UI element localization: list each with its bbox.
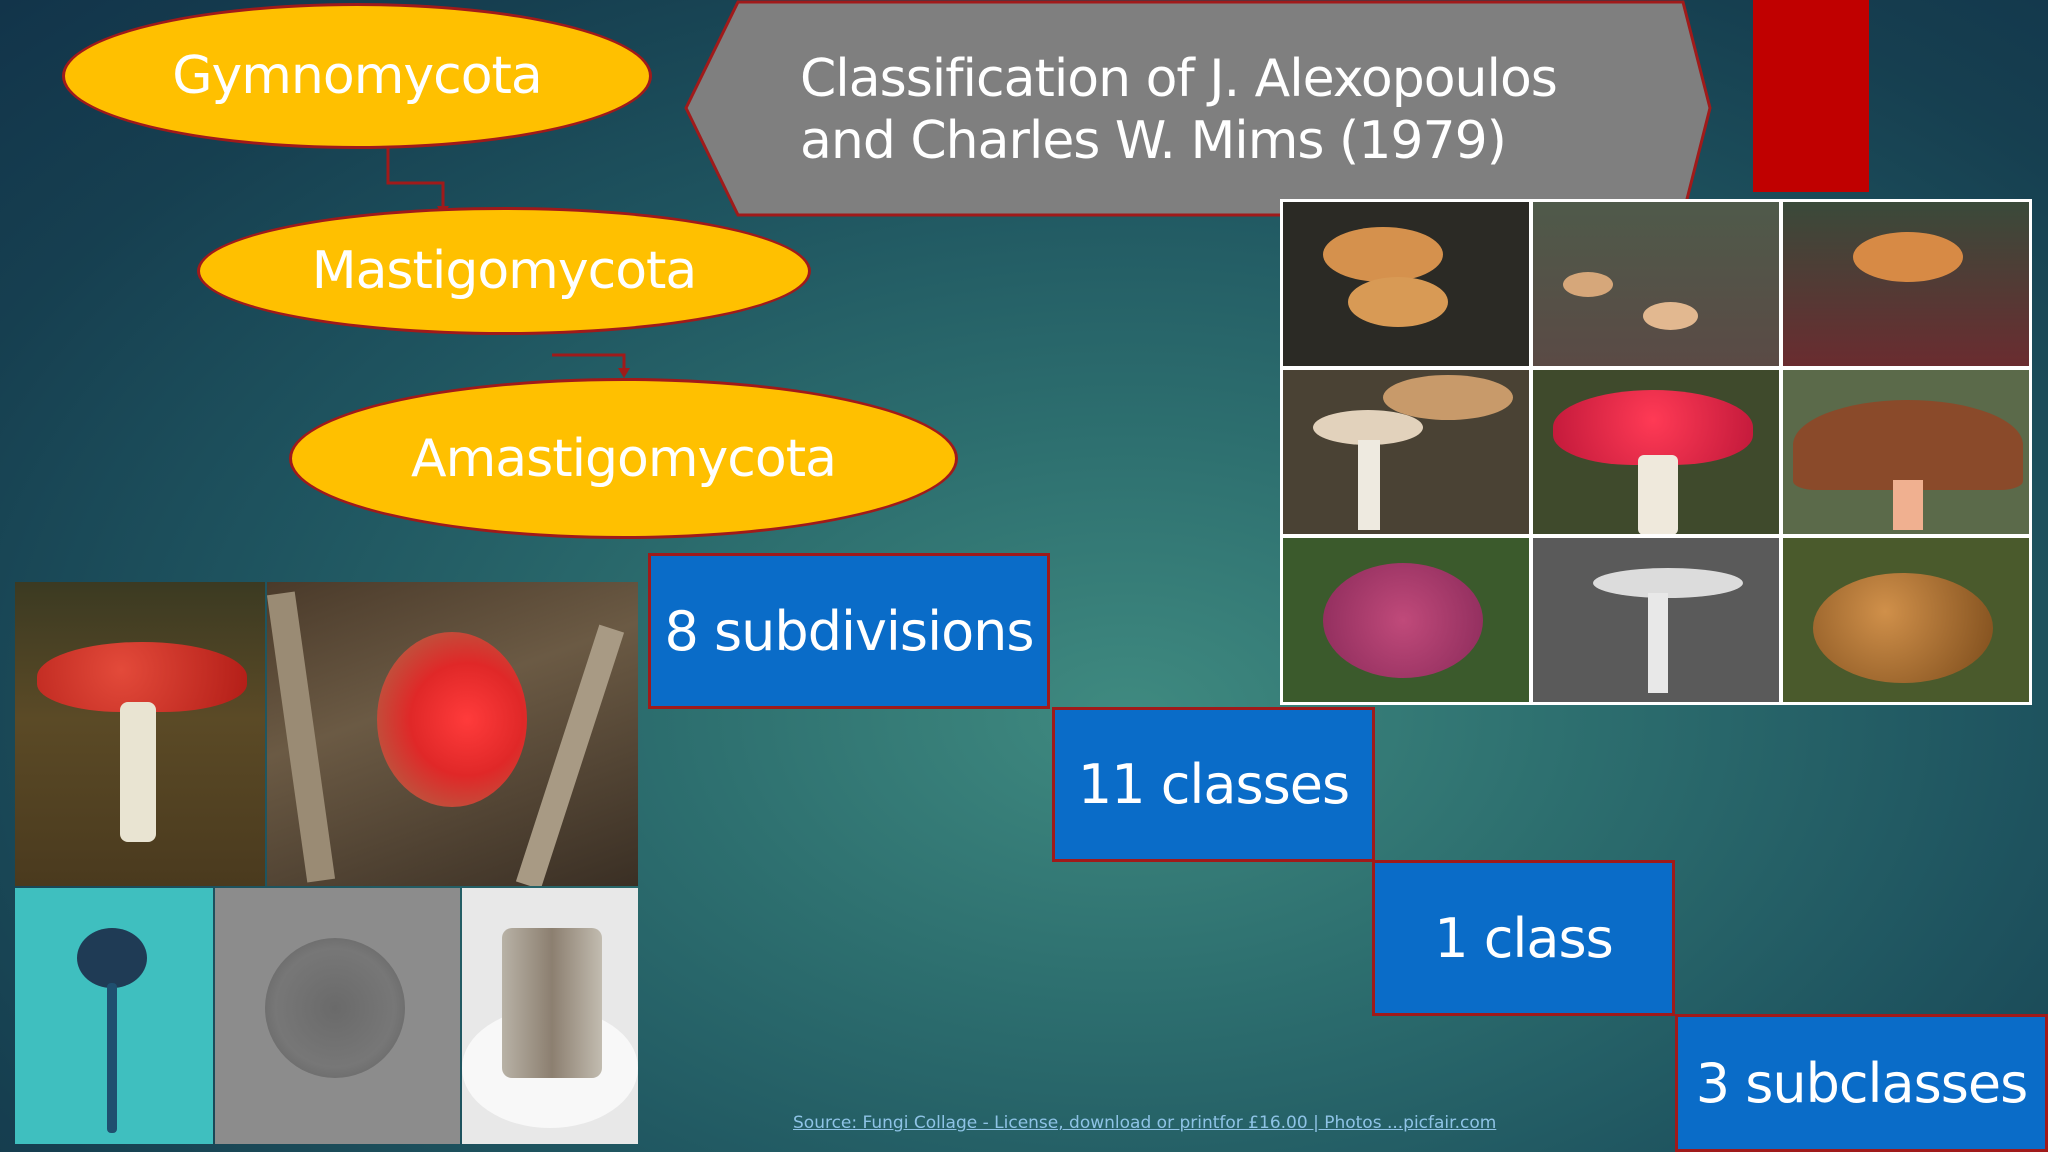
mushroom-photo-1 xyxy=(1283,202,1529,366)
mushroom-photo-9 xyxy=(1783,538,2029,702)
mushroom-photo-4 xyxy=(1283,370,1529,534)
mushroom-photo-2 xyxy=(1533,202,1779,366)
classes-box: 11 classes xyxy=(1052,707,1375,862)
source-link[interactable]: Source: Fungi Collage - License, downloa… xyxy=(793,1113,1497,1133)
accent-bar xyxy=(1753,0,1869,192)
division-mastigomycota: Mastigomycota xyxy=(197,207,811,335)
left-photo-collage xyxy=(15,582,638,1144)
mushroom-photo-8 xyxy=(1533,538,1779,702)
division-amastigomycota: Amastigomycota xyxy=(289,378,958,539)
mold-sample-photo xyxy=(462,888,638,1144)
subdivisions-box: 8 subdivisions xyxy=(648,553,1050,709)
mushroom-photo-6 xyxy=(1783,370,2029,534)
class-box: 1 class xyxy=(1372,860,1675,1016)
fly-agaric-photo xyxy=(15,582,265,886)
subclasses-box: 3 subclasses xyxy=(1675,1014,2048,1152)
aspergillus-micrograph-photo xyxy=(15,888,213,1144)
division-gymnomycota: Gymnomycota xyxy=(62,3,652,149)
spore-micrograph-photo xyxy=(215,888,460,1144)
right-photo-collage xyxy=(1280,199,2032,705)
slide-title: Classification of J. Alexopoulos and Cha… xyxy=(800,49,1558,171)
mushroom-photo-5 xyxy=(1533,370,1779,534)
mushroom-photo-7 xyxy=(1283,538,1529,702)
mushroom-photo-3 xyxy=(1783,202,2029,366)
scarlet-cup-fungus-photo xyxy=(267,582,638,886)
